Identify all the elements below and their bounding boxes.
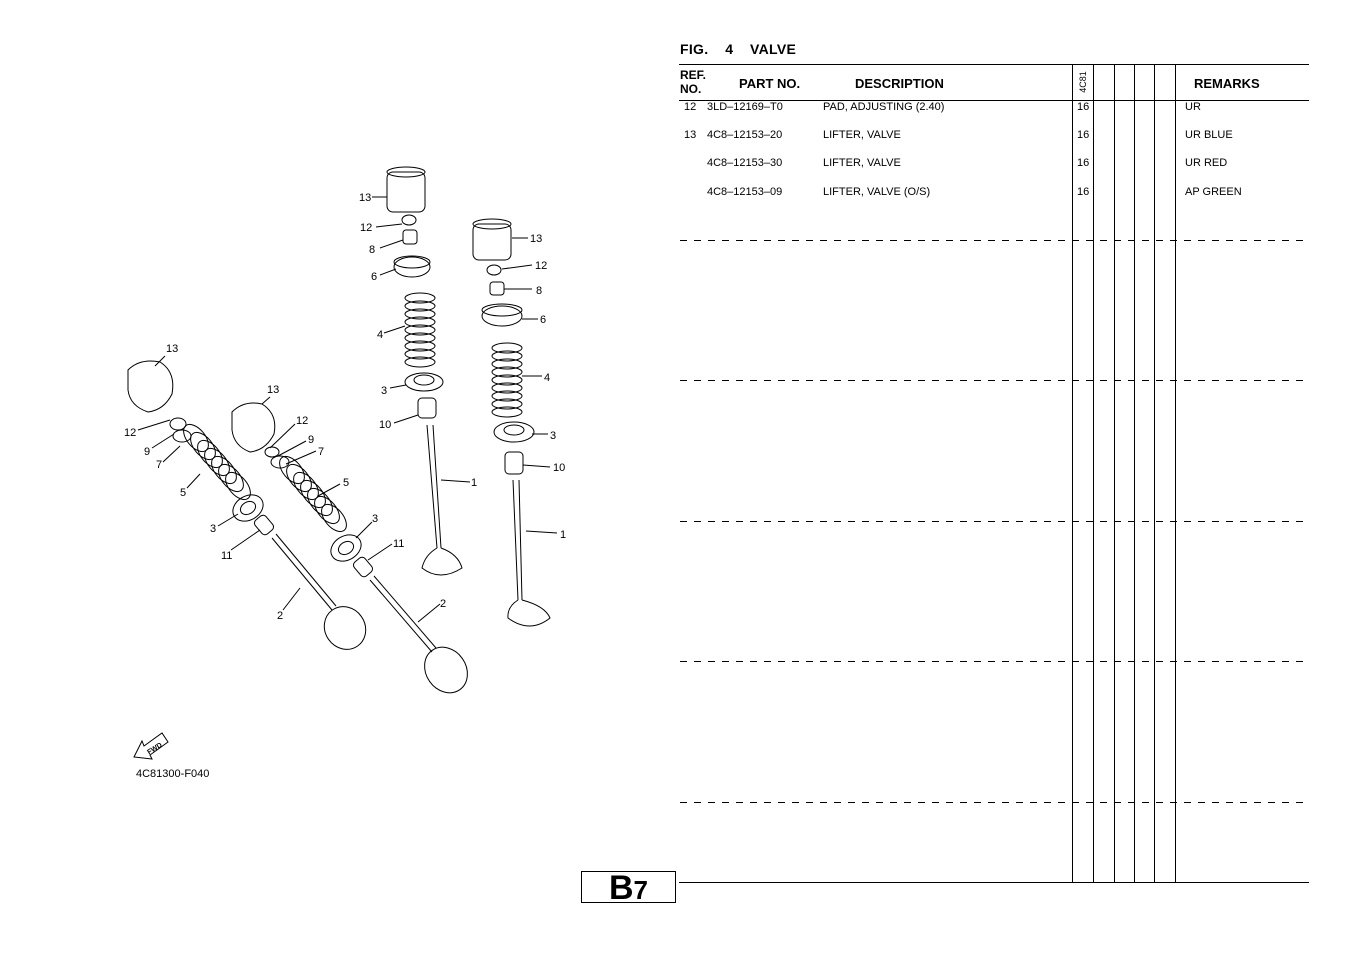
header-ref-no: REF. NO. — [680, 68, 707, 96]
callout-d10: 10 — [553, 462, 565, 474]
callout-d8: 8 — [536, 285, 542, 297]
row-part-no: 4C8–12153–09 — [707, 186, 783, 198]
row-qty: 16 — [1077, 157, 1090, 169]
callout-a12: 12 — [124, 427, 136, 439]
callout-a3: 3 — [210, 523, 216, 535]
callout-b2: 2 — [440, 598, 446, 610]
callout-d1: 1 — [560, 529, 566, 541]
valve-exploded-diagram: 13 12 8 6 4 3 10 1 13 12 8 6 4 3 10 1 13… — [124, 166, 566, 760]
row-remarks: UR RED — [1185, 157, 1228, 169]
header-description: DESCRIPTION — [855, 76, 944, 91]
row-remarks: AP GREEN — [1185, 186, 1242, 198]
header-remarks: REMARKS — [1194, 76, 1260, 91]
row-qty: 16 — [1077, 101, 1090, 113]
row-description: PAD, ADJUSTING (2.40) — [823, 101, 945, 113]
callout-c1: 1 — [471, 477, 477, 489]
callout-b9: 9 — [308, 434, 314, 446]
callout-c8: 8 — [369, 244, 375, 256]
header-part-no: PART NO. — [739, 76, 801, 91]
row-description: LIFTER, VALVE (O/S) — [823, 186, 931, 198]
callout-c3: 3 — [381, 385, 387, 397]
callout-b3: 3 — [372, 513, 378, 525]
row-part-no: 4C8–12153–30 — [707, 157, 783, 169]
row-part-no: 3LD–12169–T0 — [707, 101, 783, 113]
row-part-no: 4C8–12153–20 — [707, 129, 783, 141]
callout-c6: 6 — [371, 271, 377, 283]
callout-d12: 12 — [535, 260, 547, 272]
figure-title: FIG. 4 VALVE — [680, 41, 796, 57]
header-model-code: 4C81 — [1072, 64, 1094, 100]
callout-b12: 12 — [296, 415, 308, 427]
callout-a5: 5 — [180, 487, 186, 499]
callout-c13: 13 — [359, 192, 371, 204]
row-qty: 16 — [1077, 129, 1090, 141]
page-section: B — [608, 869, 634, 907]
callout-a7: 7 — [156, 459, 162, 471]
row-ref: 13 — [684, 129, 697, 141]
callout-a9: 9 — [144, 446, 150, 458]
row-qty: 16 — [1077, 186, 1090, 198]
callout-c10: 10 — [379, 419, 391, 431]
callout-c12: 12 — [360, 222, 372, 234]
row-remarks: UR BLUE — [1185, 129, 1233, 141]
row-remarks: UR — [1185, 101, 1201, 113]
row-description: LIFTER, VALVE — [823, 157, 901, 169]
model-code-text: 4C81 — [1077, 71, 1088, 93]
callout-a2: 2 — [277, 610, 283, 622]
row-description: LIFTER, VALVE — [823, 129, 901, 141]
callout-b13: 13 — [267, 384, 279, 396]
callout-b11: 11 — [393, 538, 404, 550]
callout-c4: 4 — [377, 329, 383, 341]
figure-name: VALVE — [750, 41, 797, 57]
page-number-badge: B7 — [581, 871, 676, 905]
callout-a11: 11 — [221, 550, 232, 562]
callout-d3: 3 — [550, 430, 556, 442]
callout-d6: 6 — [540, 314, 546, 326]
callout-a13: 13 — [166, 343, 178, 355]
callout-b7: 7 — [318, 446, 324, 458]
callout-b5: 5 — [343, 477, 349, 489]
figure-label: FIG. — [680, 41, 709, 57]
row-ref: 12 — [684, 101, 697, 113]
callout-d4: 4 — [544, 372, 550, 384]
page-number: 7 — [633, 875, 649, 905]
diagram-code: 4C81300-F040 — [136, 768, 210, 780]
callout-d13: 13 — [530, 233, 542, 245]
figure-number: 4 — [725, 41, 734, 57]
